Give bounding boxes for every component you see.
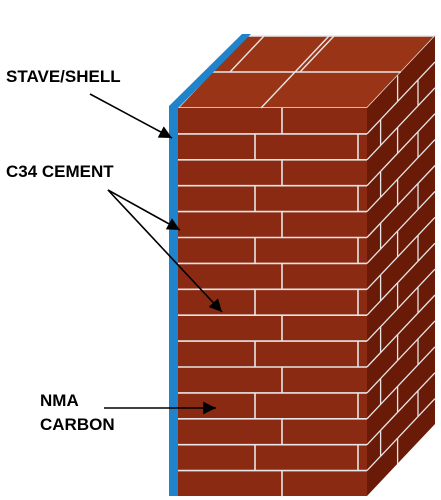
side-bed-joint: [366, 87, 436, 161]
front-mortar-joints: [178, 108, 367, 497]
side-bed-joint: [366, 216, 436, 290]
stave-shell-label: STAVE/SHELL: [6, 67, 121, 86]
side-bed-joint: [366, 165, 436, 238]
side-mortar-joints: [366, 61, 436, 472]
stave-shell-band: [169, 34, 251, 496]
side-bed-joint: [366, 398, 436, 472]
side-bed-joint: [366, 294, 436, 368]
side-bed-joint: [366, 268, 436, 342]
cement-label: C34 CEMENT: [6, 162, 114, 181]
cement-arrow-upper: [107, 189, 181, 231]
side-bed-joint: [366, 372, 436, 446]
nma-label-line1: NMA: [40, 391, 79, 410]
side-bed-joint: [366, 139, 436, 213]
top-mortar-joints: [212, 35, 401, 109]
stave-shell-arrow: [89, 93, 173, 139]
nma-label-line2: CARBON: [40, 415, 115, 434]
side-bed-joint: [366, 190, 436, 264]
cement-arrow-lower: [107, 189, 223, 313]
side-bed-joint: [366, 346, 436, 420]
side-bed-joint: [366, 320, 436, 394]
brick-front-face: [178, 108, 367, 496]
side-bed-joint: [366, 242, 436, 316]
side-bed-joint: [366, 113, 436, 187]
side-bed-joint: [366, 61, 436, 135]
brick-side-face: [367, 36, 435, 496]
